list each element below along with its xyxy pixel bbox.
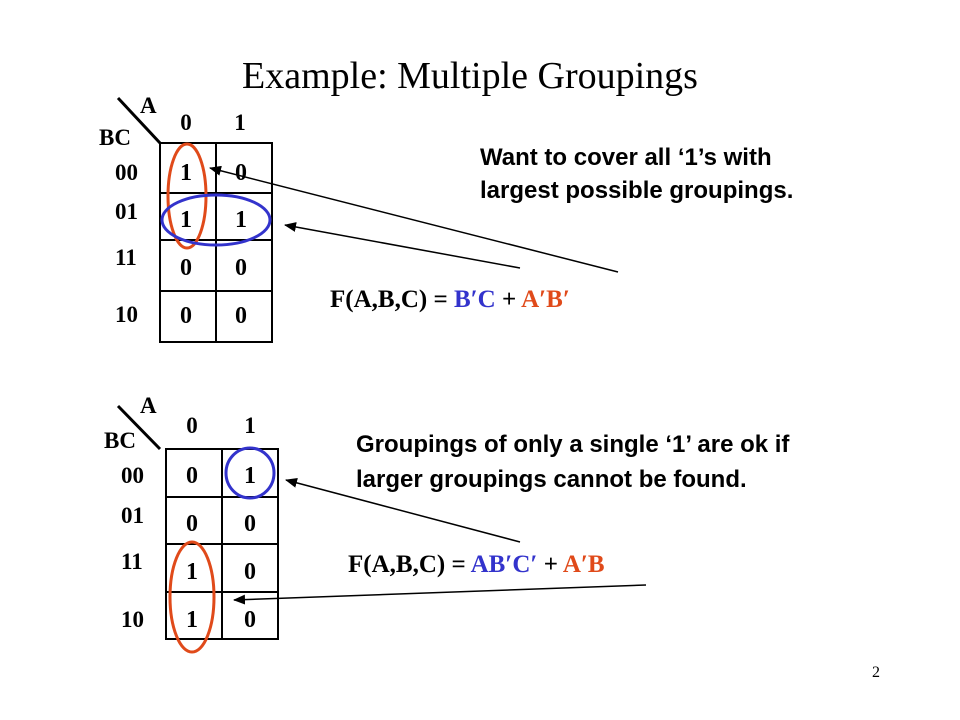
kmap-2-cell: 0: [186, 511, 198, 537]
kmap-1-var-bc: BC: [99, 125, 131, 150]
kmap-1-cell: 0: [235, 303, 247, 329]
kmap-2-cell: 0: [244, 607, 256, 633]
example-1-equation: F(A,B,C) = B′C + A′B′: [330, 286, 570, 313]
kmap-1-row-header: 11: [115, 245, 137, 270]
kmap-1-row-header: 01: [115, 199, 138, 224]
kmap-1-cell: 0: [235, 160, 247, 186]
kmap-2-row-header: 11: [121, 549, 143, 574]
example-1-note-line-2: largest possible groupings.: [480, 177, 793, 204]
kmap-1-cell: 1: [180, 207, 192, 233]
kmap-1: A BC 0 1 00 01 11 10 1 0 1 1 0 0 0 0: [99, 93, 273, 343]
equation-term-blue: AB′C′: [471, 551, 538, 578]
equation-prefix: F(A,B,C) =: [348, 551, 471, 578]
kmap-2-cell: 1: [186, 559, 198, 585]
kmap-2-var-a: A: [140, 393, 157, 418]
equation-term-blue: B′C: [454, 286, 496, 313]
example-2-note-line-2: larger groupings cannot be found.: [356, 466, 747, 493]
kmap-1-var-a: A: [140, 93, 157, 118]
kmap-2-cell: 0: [186, 463, 198, 489]
kmap-2-cell: 0: [244, 559, 256, 585]
kmap-2: A BC 0 1 00 01 11 10 0 1 0 0 1 0 1 0: [104, 393, 279, 654]
kmap-2-blue-grouping-circle: [224, 446, 276, 500]
kmap-1-cell: 0: [235, 255, 247, 281]
kmap-1-row-header: 10: [115, 302, 138, 327]
kmap-1-blue-grouping-oval: [160, 193, 272, 247]
arrow-to-blue-grouping-2: [285, 477, 521, 543]
equation-plus: +: [496, 286, 521, 313]
kmap-1-corner-diagonal: [116, 96, 162, 145]
example-1-note-line-1: Want to cover all ‘1’s with: [480, 144, 772, 171]
kmap-2-row-header: 01: [121, 503, 144, 528]
arrow-to-blue-grouping-1: [284, 222, 521, 269]
kmap-2-cell: 1: [244, 463, 256, 489]
example-2-equation: F(A,B,C) = AB′C′ + A′B: [348, 551, 605, 578]
equation-term-red: A′B′: [521, 286, 570, 313]
kmap-2-row-header: 00: [121, 463, 144, 488]
equation-plus: +: [537, 551, 562, 578]
page-number: 2: [872, 664, 880, 681]
arrow-to-red-grouping-2: [233, 584, 647, 605]
kmap-2-corner-diagonal: [116, 404, 162, 451]
example-2-note-line-1: Groupings of only a single ‘1’ are ok if: [356, 431, 790, 458]
kmap-2-cell: 0: [244, 511, 256, 537]
kmap-1-row-header: 00: [115, 160, 138, 185]
kmap-2-row-header: 10: [121, 607, 144, 632]
kmap-2-cell: 1: [186, 607, 198, 633]
slide-title: Example: Multiple Groupings: [242, 55, 698, 97]
equation-prefix: F(A,B,C) =: [330, 286, 454, 313]
kmap-1-col-header: 0: [180, 110, 192, 135]
kmap-1-cell: 0: [180, 303, 192, 329]
kmap-2-col-header: 1: [244, 413, 256, 438]
arrow-to-red-grouping-1: [209, 165, 619, 273]
kmap-1-col-header: 1: [234, 110, 246, 135]
kmap-1-cell: 1: [235, 207, 247, 233]
kmap-2-var-bc: BC: [104, 428, 136, 453]
kmap-1-cell: 1: [180, 160, 192, 186]
equation-term-red: A′B: [563, 551, 605, 578]
kmap-1-cell: 0: [180, 255, 192, 281]
kmap-2-col-header: 0: [186, 413, 198, 438]
kmap-2-red-grouping-oval: [168, 540, 216, 654]
